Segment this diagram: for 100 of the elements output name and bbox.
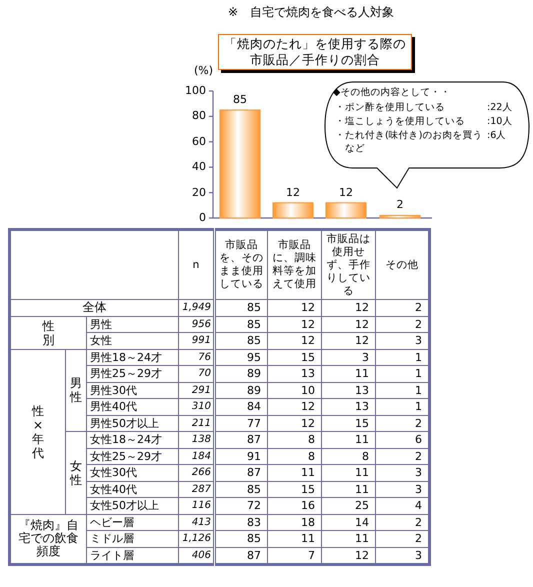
count-cell: 991 xyxy=(178,332,214,349)
row-label: ミドル層 xyxy=(86,530,178,547)
value-cell: 12 xyxy=(268,398,322,415)
count-cell: 138 xyxy=(178,432,214,448)
value-cell: 3 xyxy=(376,464,430,481)
count-cell: 1,949 xyxy=(178,300,214,316)
value-cell: 85 xyxy=(214,481,268,498)
value-cell: 72 xyxy=(214,498,268,514)
value-cell: 2 xyxy=(376,530,430,547)
row-label: 男性18～24才 xyxy=(86,349,178,366)
value-cell: 16 xyxy=(268,498,322,514)
value-cell: 11 xyxy=(322,432,376,448)
tick-label: 100 xyxy=(185,84,206,98)
value-cell: 85 xyxy=(214,332,268,349)
value-cell: 18 xyxy=(268,514,322,530)
value-cell: 14 xyxy=(322,514,376,530)
value-label: 12 xyxy=(338,186,354,200)
count-cell: 1,126 xyxy=(178,530,214,547)
value-cell: 77 xyxy=(214,415,268,432)
value-cell: 11 xyxy=(268,464,322,481)
value-cell: 11 xyxy=(322,464,376,481)
row-group-label: 男性 xyxy=(66,349,86,432)
value-cell: 15 xyxy=(322,415,376,432)
value-cell: 8 xyxy=(322,448,376,464)
bubble-text: :10人 xyxy=(487,115,512,128)
row-label: 女性40代 xyxy=(86,481,178,498)
value-cell: 89 xyxy=(214,366,268,382)
value-cell: 85 xyxy=(214,316,268,332)
row-group-label: 性別 xyxy=(10,316,86,349)
count-cell: 266 xyxy=(178,464,214,481)
value-cell: 12 xyxy=(322,332,376,349)
bubble-text: :22人 xyxy=(487,101,512,114)
value-cell: 13 xyxy=(268,366,322,382)
value-cell: 91 xyxy=(214,448,268,464)
value-cell: 13 xyxy=(322,382,376,398)
row-label: 女性18～24才 xyxy=(86,432,178,448)
tick-label: 80 xyxy=(192,109,206,124)
row-label: 男性 xyxy=(86,316,178,332)
value-label: 85 xyxy=(232,93,248,108)
value-cell: 12 xyxy=(268,316,322,332)
value-cell: 10 xyxy=(268,382,322,398)
row-label: 女性25～29才 xyxy=(86,448,178,464)
row-group-label: 女性 xyxy=(66,432,86,514)
count-cell: 116 xyxy=(178,498,214,514)
value-cell: 85 xyxy=(214,530,268,547)
row-group-label: 性×年代 xyxy=(10,349,66,514)
title-box: 「焼肉のたれ」を使用する際の市販品／手作りの割合 xyxy=(218,34,412,70)
tick-label: 0 xyxy=(199,211,206,225)
value-cell: 12 xyxy=(322,316,376,332)
value-cell: 11 xyxy=(268,530,322,547)
column-header: 市販品は使用せず、手作りしている xyxy=(322,230,376,300)
value-cell: 89 xyxy=(214,382,268,398)
value-cell: 12 xyxy=(322,300,376,316)
value-cell: 8 xyxy=(268,432,322,448)
value-cell: 6 xyxy=(376,432,430,448)
axis-label: (%) xyxy=(194,64,214,77)
value-cell: 25 xyxy=(322,498,376,514)
value-cell: 11 xyxy=(322,481,376,498)
row-label: 女性30代 xyxy=(86,464,178,481)
row-label: ヘビー層 xyxy=(86,514,178,530)
value-cell: 11 xyxy=(322,366,376,382)
value-cell: 3 xyxy=(322,349,376,366)
value-cell: 83 xyxy=(214,514,268,530)
value-cell: 12 xyxy=(268,415,322,432)
bubble-text: ・たれ付き(味付き)のお肉を買うなど xyxy=(335,129,484,155)
value-cell: 95 xyxy=(214,349,268,366)
value-cell: 3 xyxy=(376,332,430,349)
value-cell: 12 xyxy=(268,300,322,316)
count-cell: 70 xyxy=(178,366,214,382)
value-cell: 85 xyxy=(214,300,268,316)
value-cell: 84 xyxy=(214,398,268,415)
row-label: 男性40代 xyxy=(86,398,178,415)
count-cell: 310 xyxy=(178,398,214,415)
value-cell: 8 xyxy=(268,448,322,464)
value-cell: 87 xyxy=(214,432,268,448)
row-label: 女性 xyxy=(86,332,178,349)
bubble-text: ◆その他の内容として・・ xyxy=(333,86,450,99)
bubble-text: :6人 xyxy=(487,129,506,142)
row-group-label: 全体 xyxy=(10,300,178,316)
tick-label: 20 xyxy=(192,186,206,200)
row-label: 男性30代 xyxy=(86,382,178,398)
bubble-text: ・塩こしょうを使用している xyxy=(335,115,465,128)
row-label: 男性50才以上 xyxy=(86,415,178,432)
value-label: 12 xyxy=(285,186,301,200)
value-cell: 13 xyxy=(322,398,376,415)
value-cell: 87 xyxy=(214,464,268,481)
value-label: 2 xyxy=(396,198,404,212)
bubble-text: ・ポン酢を使用している xyxy=(335,101,445,114)
tick-label: 60 xyxy=(192,134,206,149)
value-cell: 15 xyxy=(268,481,322,498)
tick-label: 40 xyxy=(192,160,206,174)
row-label: 女性50才以上 xyxy=(86,498,178,514)
value-cell: 11 xyxy=(322,530,376,547)
value-cell: 15 xyxy=(268,349,322,366)
value-cell: 12 xyxy=(268,332,322,349)
column-header: 市販品に、調味料等を加えて使用 xyxy=(268,230,322,300)
row-label: 男性25～29才 xyxy=(86,366,178,382)
value-cell: 87 xyxy=(214,547,268,564)
value-cell: 2 xyxy=(376,300,430,316)
column-header: 市販品を、そのまま使用している xyxy=(214,230,268,300)
